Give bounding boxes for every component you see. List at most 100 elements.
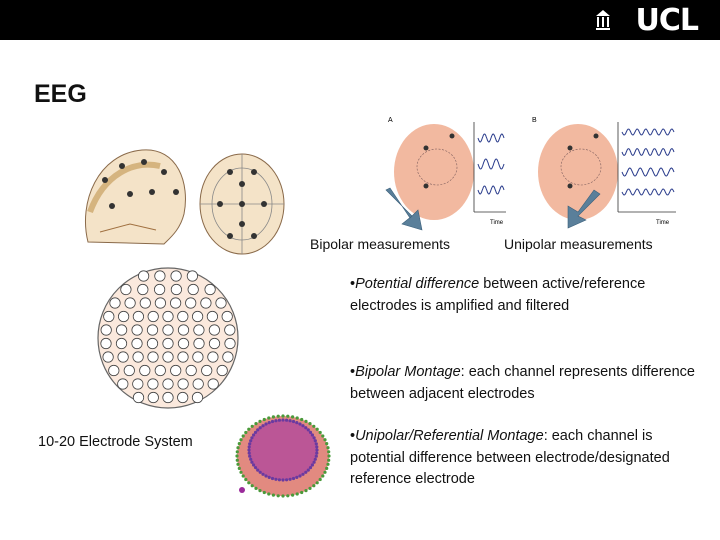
electrode-dot	[170, 270, 182, 282]
electrode-dot	[170, 283, 183, 296]
electrode-dot	[248, 442, 252, 446]
electrode-dot	[187, 283, 199, 296]
electrode-dot	[298, 422, 302, 426]
electrode-dot	[285, 418, 289, 422]
electrode-dot	[117, 351, 129, 363]
electrode-dot	[301, 472, 305, 476]
electrode-dot	[147, 351, 159, 363]
electrode-dot	[132, 310, 145, 323]
electrode-dot	[281, 414, 285, 418]
electrode-dot	[201, 364, 213, 377]
electrode-dot	[327, 450, 331, 454]
electrode-dot	[193, 337, 205, 350]
electrode-dot	[315, 451, 319, 455]
electrode-dot	[215, 297, 227, 309]
electrode-dot	[239, 470, 243, 474]
dense-electrode-dots	[235, 414, 331, 498]
electrode-dot	[298, 474, 302, 478]
electrode-dot	[162, 378, 174, 390]
electrode-dot	[224, 324, 236, 336]
svg-text:A: A	[388, 117, 393, 124]
electrode-dot	[264, 474, 268, 478]
electrode-dot	[304, 489, 308, 493]
electrode-dot	[312, 460, 316, 464]
electrode-dot	[117, 310, 130, 323]
electrode-dot	[177, 391, 189, 404]
electrode-dot	[250, 424, 254, 428]
electrode-dot	[258, 426, 262, 430]
electrode-dot	[327, 454, 331, 458]
electrode-dot	[277, 478, 281, 482]
electrode-dot	[235, 454, 239, 458]
electrode-dot	[310, 463, 314, 467]
electrode-dot	[216, 364, 228, 377]
electrode-dot	[200, 297, 212, 309]
electrode-dot	[301, 424, 305, 428]
electrode-dot	[207, 378, 219, 390]
ten-twenty-head-diagram	[84, 149, 285, 255]
electrode-dot	[250, 460, 254, 464]
electrode-dot	[262, 417, 266, 422]
electrode-dot	[247, 448, 251, 452]
electrode-dot	[326, 462, 330, 466]
electrode-dot	[315, 445, 319, 449]
electrode-dot	[162, 337, 174, 350]
electrode-dot	[247, 427, 251, 431]
electrode-dot	[321, 434, 325, 438]
bullet-item: •Bipolar Montage: each channel represent…	[350, 364, 695, 402]
electrode-dot	[131, 337, 143, 350]
electrode-dot	[310, 433, 314, 437]
electrode-dot	[288, 419, 292, 423]
header-bar: UCL	[0, 0, 720, 40]
electrode-dot	[291, 415, 295, 419]
electrode-dot	[224, 337, 236, 350]
unipolar-figure: B Time	[532, 117, 676, 226]
electrode-dot	[318, 430, 322, 435]
electrode-dot	[241, 434, 245, 438]
electrode-dot	[295, 416, 299, 420]
electrode-dot	[250, 484, 254, 488]
electrode-dot	[271, 493, 275, 497]
electrode-dot	[315, 481, 319, 485]
ucl-portico-icon	[596, 10, 610, 30]
electrode-dot	[208, 337, 221, 350]
electrode-dot	[270, 476, 275, 481]
electrode-dot	[236, 462, 240, 466]
electrode-dot	[304, 470, 308, 474]
electrode-dot	[100, 337, 112, 350]
electrode-dot	[177, 378, 189, 390]
electrode-dot	[147, 378, 159, 390]
electrode-dot	[281, 494, 285, 498]
electrode-dot	[258, 489, 262, 493]
electrode-dot	[304, 419, 308, 423]
electrode-dot	[235, 458, 239, 462]
electrode-dot	[286, 414, 290, 418]
electrode-dot	[267, 416, 271, 420]
electrode-dot	[300, 490, 304, 495]
electrode-dot	[247, 481, 251, 485]
ucl-logo: UCL	[635, 3, 699, 38]
bullet-emphasis: Bipolar Montage	[355, 364, 461, 380]
electrode-dot	[102, 351, 114, 363]
electrode-dot	[115, 324, 128, 336]
electrode-dot	[192, 310, 204, 323]
electrode-dot	[249, 457, 253, 461]
electrode-dot	[285, 478, 289, 482]
electrode-dot	[154, 297, 167, 309]
electrode-dot	[264, 422, 268, 426]
measurement-diagrams: A Time B Time	[385, 117, 676, 231]
electrode-dot	[291, 476, 296, 481]
top-view-head	[199, 153, 285, 255]
electrode-dot	[239, 438, 243, 442]
electrode-dot	[267, 475, 271, 479]
electrode-dot	[295, 492, 299, 496]
electrode-grid	[100, 270, 236, 404]
electrode-dot	[256, 428, 260, 432]
electrode-dot	[313, 439, 317, 443]
electrode-dot	[154, 283, 166, 296]
electrode-dot	[162, 351, 174, 363]
electrode-dot	[117, 378, 129, 390]
electrode-dot	[323, 438, 327, 442]
bullet-emphasis: Potential difference	[355, 276, 480, 292]
electrode-dot	[327, 458, 331, 462]
